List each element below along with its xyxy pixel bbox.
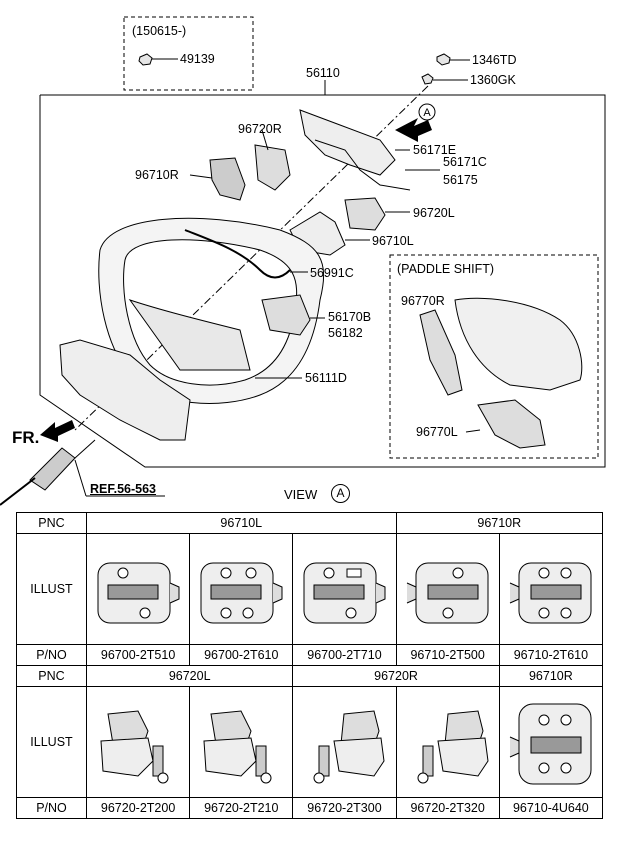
pno-row-2: P/NO 96720-2T200 96720-2T210 96720-2T300…	[16, 797, 604, 819]
nut-1346td	[436, 53, 451, 66]
part-number: 96710-2T610	[498, 644, 604, 666]
pnc-group-96710l: 96710L	[86, 512, 397, 534]
illust-row-2: ILLUST	[16, 686, 604, 798]
view-a-arrow	[395, 118, 432, 142]
part-56171c-label: 56171C	[443, 155, 487, 169]
illust-cell	[498, 686, 604, 798]
part-1346td-label: 1346TD	[472, 53, 517, 67]
nut-1360gk	[421, 73, 434, 85]
fr-arrow	[40, 420, 75, 442]
paddle-96770r	[419, 309, 463, 396]
illust-cell	[498, 533, 604, 645]
part-number: 96720-2T320	[395, 797, 500, 819]
illust-header: ILLUST	[16, 686, 87, 798]
view-circle: A	[331, 484, 350, 503]
svg-text:A: A	[423, 107, 431, 119]
column-tool	[29, 447, 76, 491]
pno-row-1: P/NO 96700-2T510 96700-2T610 96700-2T710…	[16, 644, 604, 666]
paddle-shift-box	[389, 254, 599, 459]
part-96720r-label: 96720R	[238, 122, 282, 136]
reference-link[interactable]: REF.56-563	[90, 482, 157, 496]
part-number: 96700-2T510	[85, 644, 191, 666]
parts-table: PNC 96710L 96710R ILLUST P/NO 96700-2T51…	[16, 512, 604, 819]
pnc-row-1: PNC 96710L 96710R	[16, 512, 604, 534]
part-56175-label: 56175	[443, 173, 478, 187]
pnc-group-96710r: 96710R	[395, 512, 604, 534]
view-circle-letter: A	[336, 486, 345, 500]
nut-49139	[138, 53, 153, 66]
exploded-diagram: A	[0, 16, 606, 506]
switch-96720r	[254, 144, 291, 191]
lower-cover-56111d	[59, 339, 191, 441]
part-number: 96720-2T210	[189, 797, 294, 819]
part-number: 96720-2T200	[85, 797, 191, 819]
illust-cell	[292, 533, 397, 645]
illust-cell	[85, 686, 191, 798]
part-number: 96710-2T500	[395, 644, 500, 666]
illust-cell	[292, 686, 397, 798]
part-number: 96700-2T610	[189, 644, 294, 666]
illust-cell	[395, 533, 500, 645]
pnc-group-96720r: 96720R	[292, 665, 500, 687]
front-direction-label: FR.	[12, 428, 40, 447]
part-96770r-label: 96770R	[401, 294, 445, 308]
part-56171e-label: 56171E	[413, 143, 457, 157]
switch-96720l	[344, 197, 386, 231]
pnc-row-2: PNC 96720L 96720R 96710R	[16, 665, 604, 687]
paddle-shift-title: (PADDLE SHIFT)	[397, 262, 494, 276]
paddle-96770l	[477, 399, 546, 449]
illust-header: ILLUST	[16, 533, 87, 645]
wiring-harness	[184, 229, 291, 279]
main-frame	[39, 94, 606, 468]
pnc-group-96720l: 96720L	[85, 665, 294, 687]
illust-cell	[395, 686, 500, 798]
part-96710r-label: 96710R	[135, 168, 179, 182]
part-56111d-label: 56111D	[305, 371, 347, 385]
illust-cell	[189, 686, 294, 798]
date-code-label: (150615-)	[132, 24, 187, 38]
part-number: 96710-4U640	[498, 797, 604, 819]
bracket-56170b	[261, 294, 311, 336]
part-number: 96720-2T300	[292, 797, 397, 819]
part-1360gk-label: 1360GK	[470, 73, 516, 87]
part-number: 96700-2T710	[292, 644, 397, 666]
paddle-housing	[454, 297, 583, 391]
part-49139-label: 49139	[180, 52, 215, 66]
pnc-group-96710r-b: 96710R	[498, 665, 604, 687]
part-96720l-label: 96720L	[413, 206, 455, 220]
upper-cover	[299, 109, 396, 176]
pnc-header: PNC	[16, 512, 87, 534]
pno-header: P/NO	[16, 797, 87, 819]
part-96770l-label: 96770L	[416, 425, 458, 439]
pno-header: P/NO	[16, 644, 87, 666]
pnc-header: PNC	[16, 665, 87, 687]
part-56991c-label: 56991C	[310, 266, 354, 280]
date-code-box	[123, 16, 254, 91]
illust-row-1: ILLUST	[16, 533, 604, 645]
part-56170b-label: 56170B	[328, 310, 372, 324]
illust-cell	[85, 533, 191, 645]
switch-96710r	[209, 157, 246, 201]
part-56110-label: 56110	[306, 66, 340, 80]
part-96710l-label: 96710L	[372, 234, 414, 248]
illust-cell	[189, 533, 294, 645]
view-label: VIEW	[284, 487, 318, 502]
part-56182-label: 56182	[328, 326, 363, 340]
